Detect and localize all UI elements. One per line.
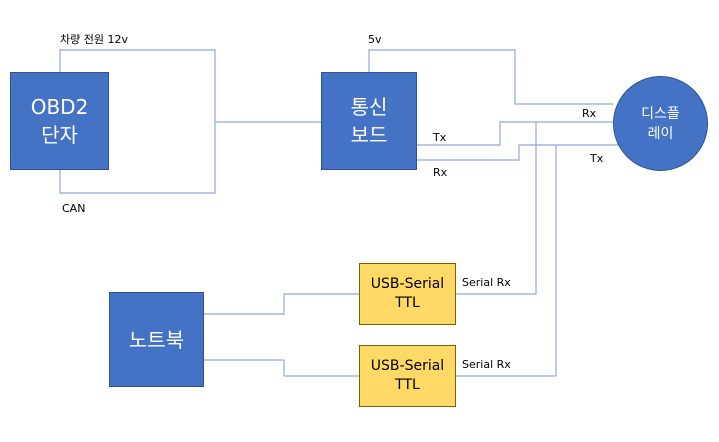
wire-laptop-usb-1 bbox=[204, 293, 359, 315]
wire-board-tx bbox=[417, 121, 613, 146]
display-node: 디스플 레이 bbox=[613, 76, 708, 171]
can-label: CAN bbox=[62, 202, 86, 215]
board-rx-label: Rx bbox=[433, 166, 448, 179]
wire-serial-rx-1 bbox=[456, 122, 537, 295]
wire-5v bbox=[368, 49, 613, 105]
wire-laptop-usb-2 bbox=[204, 359, 359, 377]
usb-serial-ttl-node-2: USB-Serial TTL bbox=[359, 345, 456, 407]
wire-board-rx bbox=[417, 144, 618, 161]
five-v-label: 5v bbox=[368, 33, 382, 46]
laptop-node: 노트북 bbox=[109, 292, 204, 387]
comm-board-node: 통신 보드 bbox=[321, 72, 417, 170]
vehicle-power-label: 차량 전원 12v bbox=[60, 33, 128, 46]
usb-serial-ttl-node-1: USB-Serial TTL bbox=[359, 263, 456, 325]
serial-rx-2-label: Serial Rx bbox=[462, 358, 511, 371]
obd2-terminal-node: OBD2 단자 bbox=[10, 72, 109, 170]
board-tx-label: Tx bbox=[433, 131, 447, 144]
serial-rx-1-label: Serial Rx bbox=[462, 276, 511, 289]
display-rx-label: Rx bbox=[582, 107, 597, 120]
wire-serial-rx-2 bbox=[456, 145, 557, 377]
display-tx-label: Tx bbox=[590, 152, 604, 165]
